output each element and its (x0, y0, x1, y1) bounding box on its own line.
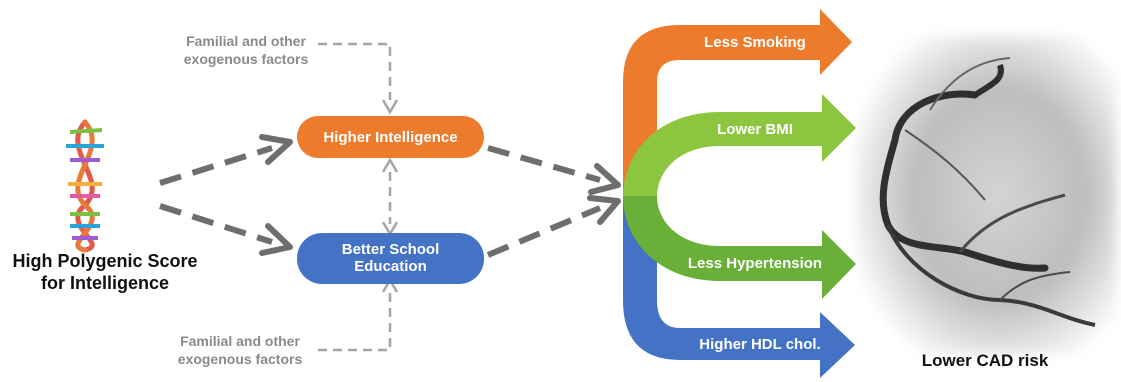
source-to-education-arrow (159, 203, 293, 256)
outcome-arrows (623, 9, 856, 378)
higher-hdl-label: Higher HDL chol. (699, 336, 821, 353)
better-school-education-label: Better School Education (297, 241, 484, 275)
coronary-angiogram-image (855, 36, 1117, 354)
higher-intelligence-label: Higher Intelligence (323, 129, 458, 146)
better-school-education-box (297, 233, 484, 284)
source-label-line2: for Intelligence (40, 273, 170, 293)
exogenous-top-line1: Familial and other (186, 33, 306, 49)
education-label-line1: Better School (341, 241, 440, 258)
source-to-intelligence-arrow (159, 134, 293, 186)
source-label: High Polygenic Score for Intelligence (0, 250, 210, 294)
less-hypertension-arrow (623, 196, 856, 299)
lower-bmi-arrow (623, 94, 856, 198)
less-smoking-label: Less Smoking (704, 34, 806, 51)
exogenous-bottom-line2: exogenous factors (177, 351, 303, 367)
higher-intelligence-box (297, 116, 484, 158)
less-hypertension-label: Less Hypertension (687, 255, 823, 272)
exogenous-bottom-label: Familial and other exogenous factors (140, 332, 340, 368)
lower-bmi-label: Lower BMI (717, 121, 793, 138)
exogenous-top-label: Familial and other exogenous factors (146, 32, 346, 68)
source-label-line1: High Polygenic Score (12, 251, 198, 271)
less-smoking-arrow (623, 9, 852, 205)
intelligence-education-bidirectional-arrow (381, 157, 399, 237)
exogenous-top-line2: exogenous factors (183, 51, 309, 67)
exogenous-bottom-line1: Familial and other (180, 333, 300, 349)
lower-cad-risk-label: Lower CAD risk (921, 351, 1049, 370)
education-to-outcomes-arrow (486, 195, 621, 258)
dna-helix-icon (66, 119, 104, 253)
higher-hdl-arrow (623, 200, 855, 378)
education-label-line2: Education (354, 258, 427, 275)
intelligence-to-outcomes-arrow (487, 145, 621, 195)
exogenous-top-connector (318, 42, 399, 115)
